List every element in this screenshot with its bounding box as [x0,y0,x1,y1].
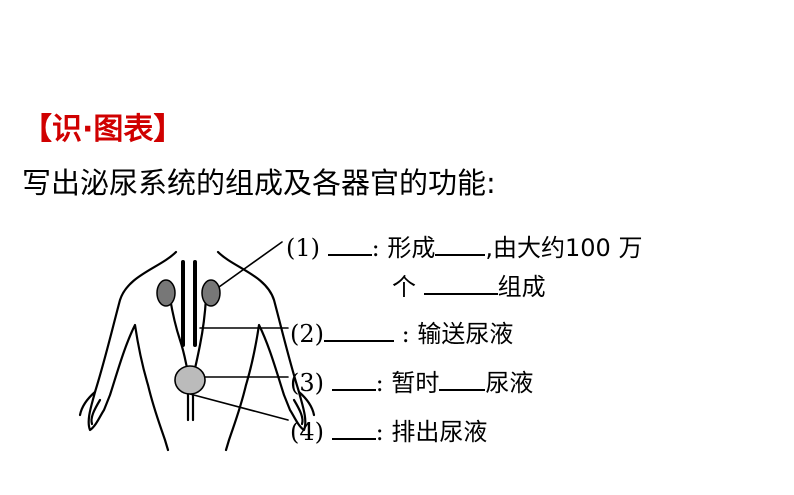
item-2: (2) : 输送尿液 [290,314,513,349]
body-outline-left [87,250,178,452]
item-2-blank-organ[interactable] [324,318,394,342]
item-4-colon: : [375,418,384,446]
item-1-blank-organ[interactable] [327,232,372,256]
urethra [186,393,195,422]
item-3-blank-organ[interactable] [331,367,376,391]
item-1-line-2: 个 组成 [392,267,546,302]
item-3: (3) : 暂时 尿液 [290,363,533,398]
ureter-left [168,296,190,374]
left-hand [78,390,102,426]
leader-line-1 [211,241,283,293]
item-2-colon: : [401,320,410,348]
item-4: (4) : 排出尿液 [290,412,487,447]
item-3-colon: : [375,369,384,397]
item-1-blank-product[interactable] [435,232,486,256]
item-4-text: 排出尿液 [391,418,488,446]
kidney-left [156,279,176,307]
aorta [181,260,197,347]
item-4-blank-organ[interactable] [331,416,376,440]
item-1-text-b: ,由大约100 万 [485,234,643,262]
item-1-line-1: (1) : 形成 ,由大约100 万 [286,228,642,263]
item-1-line2-b: 组成 [497,273,546,301]
item-1-text-a: 形成 [387,234,436,262]
item-3-text-b: 尿液 [485,369,534,397]
item-1-number: (1) [286,234,320,262]
ureter-right [192,296,208,374]
body-outline-right [216,250,307,452]
item-3-blank-function[interactable] [439,367,486,391]
item-1-colon: : [371,234,380,262]
bladder [174,365,206,395]
item-3-number: (3) [290,369,324,397]
instruction-text: 写出泌尿系统的组成及各器官的功能: [22,166,496,200]
item-1-blank-unit[interactable] [423,271,498,295]
right-hand [292,390,316,426]
kidney-right [201,279,221,307]
item-2-text: 输送尿液 [417,320,514,348]
item-2-number: (2) [290,320,324,348]
item-1-line2-a: 个 [392,273,416,301]
leader-line-4 [189,393,289,421]
section-heading: 【识·图表】 [22,112,184,147]
item-3-text-a: 暂时 [391,369,440,397]
item-4-number: (4) [290,418,324,446]
